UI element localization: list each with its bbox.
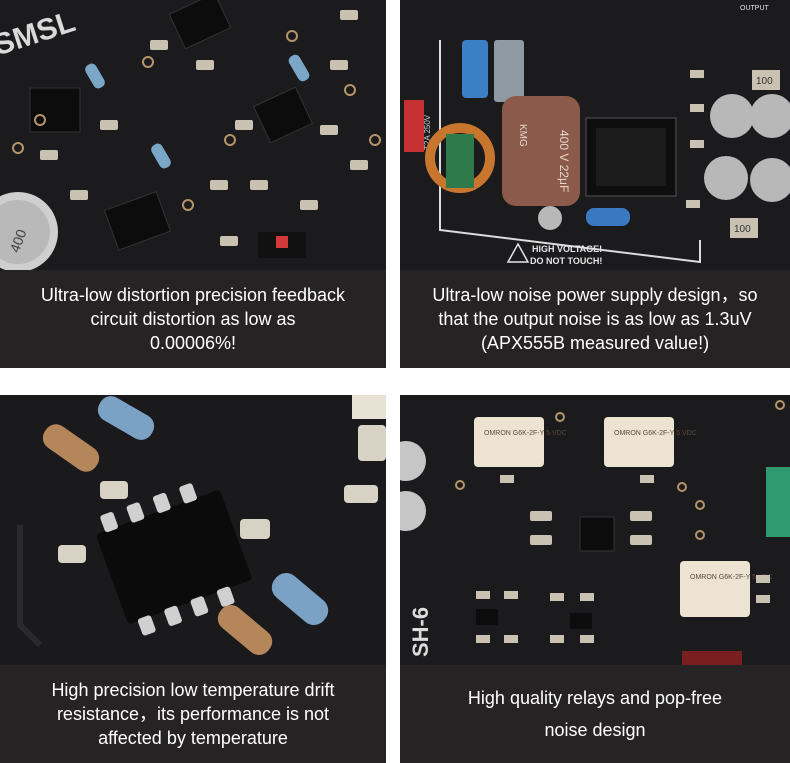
fuse-rating: T2A 250V (423, 114, 432, 150)
caption-line: (APX555B measured value!) (480, 333, 710, 353)
pcb-photo-power-supply: OUTPUT T2A 250V 400 V 22μF KMG 100 100 H… (400, 0, 790, 270)
caption-line: High precision low temperature drift (51, 680, 335, 700)
feature-caption: High precision low temperature drift res… (0, 665, 386, 763)
feature-caption: Ultra-low distortion precision feedback … (0, 270, 386, 368)
high-voltage-warning: HIGH VOLTAGE! (532, 244, 602, 254)
feature-caption: High quality relays and pop-free noise d… (400, 665, 790, 763)
caption-line: Ultra-low distortion precision feedback (40, 285, 346, 305)
caption-line: resistance，its performance is not (56, 704, 330, 724)
component-marking: 100 (756, 76, 773, 87)
relay-marking: OMRON G6K-2F-Y 5 VDC (690, 574, 773, 581)
feature-tile-resistance: High precision low temperature drift res… (0, 395, 386, 763)
caption-line: circuit distortion as low as (90, 309, 296, 329)
caption-line: Ultra-low noise power supply design，so (432, 285, 758, 305)
relay-marking: OMRON G6K-2F-Y 5 VDC (614, 430, 697, 437)
capacitor-brand: KMG (517, 124, 528, 147)
feature-tile-power-supply: OUTPUT T2A 250V 400 V 22μF KMG 100 100 H… (400, 0, 790, 368)
caption-line: affected by temperature (98, 728, 288, 748)
relay-marking: OMRON G6K-2F-Y 5 VDC (484, 430, 567, 437)
feature-tile-relays: OMRON G6K-2F-Y 5 VDC OMRON G6K-2F-Y 5 VD… (400, 395, 790, 763)
component-marking: 100 (734, 224, 751, 235)
caption-line: noise design (544, 720, 646, 740)
feature-tile-distortion: SMSL (0, 0, 386, 368)
do-not-touch-warning: DO NOT TOUCH! (530, 256, 602, 266)
caption-line: High quality relays and pop-free (467, 688, 723, 708)
output-silkscreen: OUTPUT (740, 5, 770, 12)
main-capacitor-rating: 400 V 22μF (557, 130, 571, 192)
pcb-photo-relays: OMRON G6K-2F-Y 5 VDC OMRON G6K-2F-Y 5 VD… (400, 395, 790, 665)
board-silkscreen: SH-6 (408, 607, 433, 657)
capacitor-marking: 400 (6, 227, 29, 255)
pcb-photo-feedback-circuit: SMSL (0, 0, 386, 270)
feature-caption: Ultra-low noise power supply design，so t… (400, 270, 790, 368)
pcb-photo-precision-resistors (0, 395, 386, 665)
caption-line: that the output noise is as low as 1.3uV (438, 309, 752, 329)
caption-line: 0.00006%! (149, 333, 237, 353)
